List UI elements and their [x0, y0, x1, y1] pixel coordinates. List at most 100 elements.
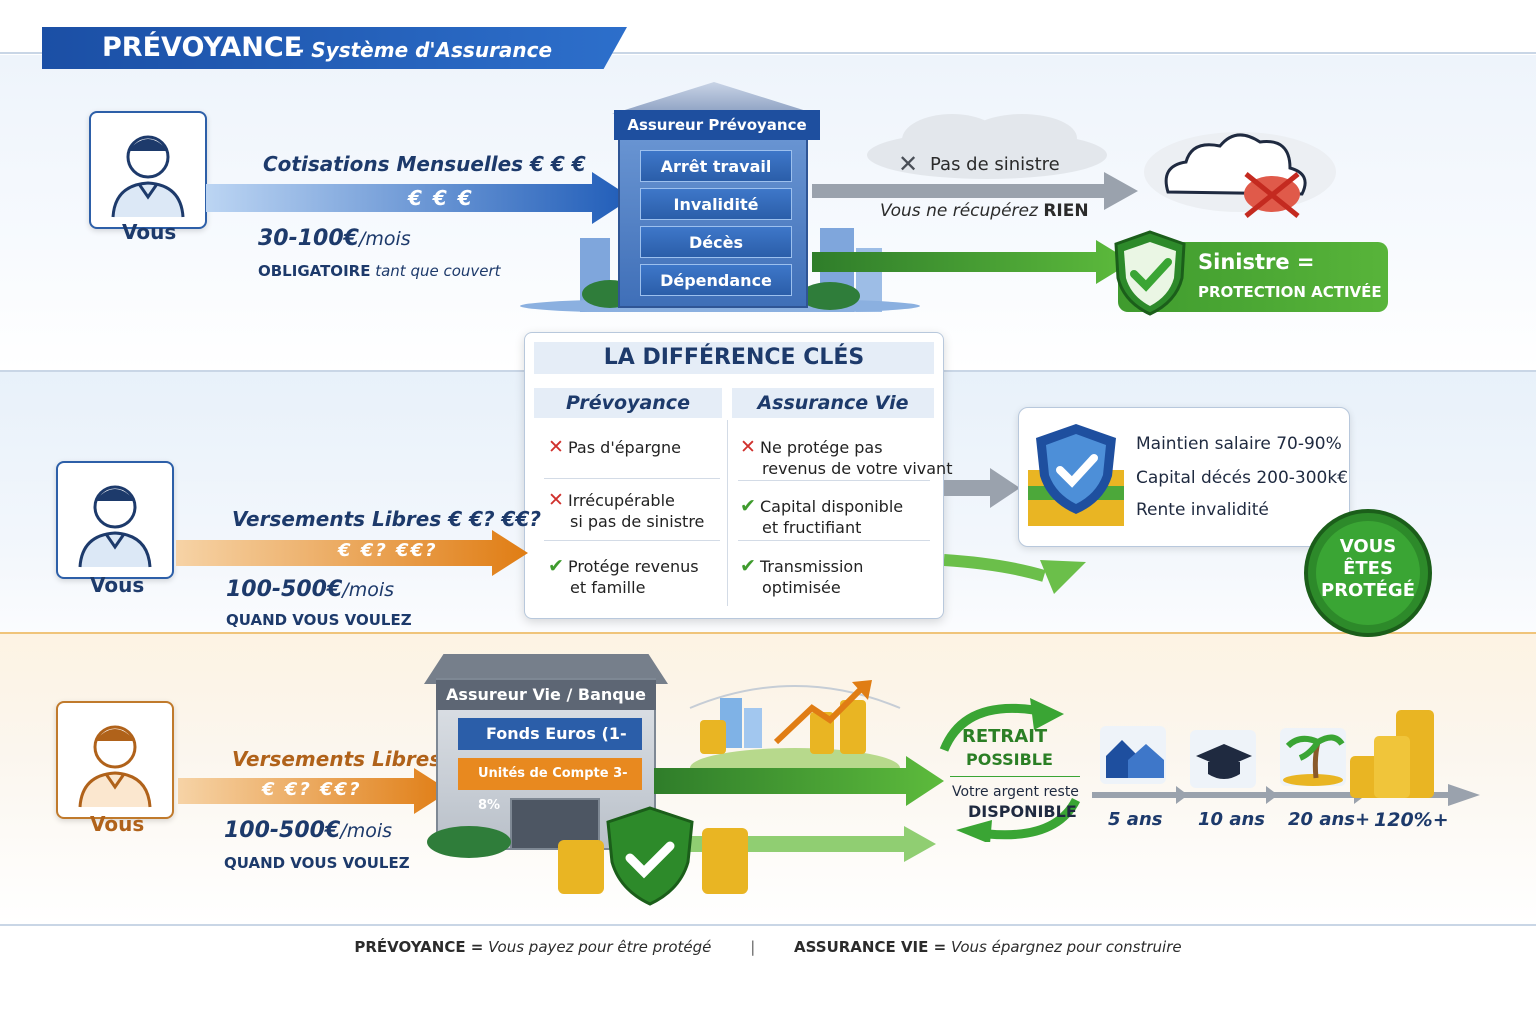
- item-text: Capital disponible: [760, 497, 904, 516]
- comparison-panel: [524, 332, 944, 619]
- item-text-line2: si pas de sinistre: [570, 512, 705, 531]
- no-claim-label: Pas de sinistre: [930, 154, 1060, 175]
- footer-right-text: Vous épargnez pour construire: [946, 938, 1182, 956]
- arrow-payments-middle: [176, 530, 528, 576]
- amount-unit-middle: /mois: [342, 579, 395, 601]
- shield-check-icon: [1114, 230, 1186, 316]
- footer-summary: PRÉVOYANCE = Vous payez pour être protég…: [0, 938, 1536, 956]
- note-rest-top: tant que couvert: [370, 262, 501, 280]
- comparison-row-divider: [544, 540, 720, 541]
- benefit-item: Maintien salaire 70-90%: [1136, 434, 1342, 454]
- coverage-item: Invalidité: [640, 188, 792, 220]
- arrow-symbols-top: € € €: [408, 186, 474, 210]
- comparison-right-title: Assurance Vie: [732, 388, 934, 418]
- check-icon: ✔: [740, 495, 756, 517]
- item-text-line2: et famille: [570, 578, 646, 597]
- timeline-label: 10 ans: [1198, 809, 1265, 830]
- item-text: Irrécupérable: [568, 491, 675, 510]
- withdrawal-subtitle: POSSIBLE: [966, 750, 1053, 769]
- item-text-line2: revenus de votre vivant: [762, 459, 953, 478]
- timeline-label: 120%+: [1374, 809, 1449, 831]
- note-top: OBLIGATOIRE tant que couvert: [258, 262, 501, 280]
- comparison-divider: [727, 420, 728, 606]
- no-claim-result-strong: RIEN: [1043, 201, 1089, 221]
- page-title: PRÉVOYANCE: [102, 32, 303, 63]
- timeline-label: 20 ans+: [1288, 809, 1371, 830]
- withdrawal-divider: [950, 776, 1080, 777]
- item-text: Protége revenus: [568, 557, 699, 576]
- cross-icon: ✕: [740, 436, 756, 458]
- person-card-bottom: [56, 701, 174, 819]
- cycle-arrows-icon: [939, 698, 1081, 842]
- arrow-contributions-top: [206, 172, 632, 224]
- item-text: Ne protége pas: [760, 438, 883, 457]
- no-claim-result-text: Vous ne récupérez: [880, 201, 1044, 221]
- curved-arrow-up: [944, 554, 1086, 594]
- person-icon: [111, 135, 185, 218]
- cross-icon: ✕: [548, 489, 564, 511]
- item-text: Pas d'épargne: [568, 438, 681, 457]
- amount-top: 30-100€/mois: [258, 226, 411, 251]
- cross-icon: ✕: [898, 150, 919, 178]
- amount-middle: 100-500€/mois: [226, 577, 394, 602]
- comparison-right-item: ✔Capital disponible et fructifiant: [740, 496, 903, 538]
- person-label-bottom: Vous: [90, 812, 145, 836]
- item-text-line2: et fructifiant: [762, 518, 862, 537]
- footer-divider: |: [750, 938, 756, 956]
- flow-label-middle: Versements Libres € €? €€?: [232, 507, 541, 531]
- note-strong-top: OBLIGATOIRE: [258, 262, 371, 280]
- item-text-line2: optimisée: [762, 578, 841, 597]
- fund-units: Unités de Compte 3-8%: [458, 758, 642, 813]
- comparison-left-item: ✕Irrécupérable si pas de sinistre: [548, 490, 704, 532]
- comparison-title: LA DIFFÉRENCE CLÉS: [534, 342, 934, 374]
- comparison-right-item: ✔Transmission optimisée: [740, 556, 863, 598]
- arrow-growth: [654, 756, 944, 806]
- footer-left-text: Vous payez pour être protégé: [483, 938, 712, 956]
- protected-badge-icon: [1304, 509, 1432, 637]
- amount-unit-bottom: /mois: [340, 820, 393, 842]
- person-icon: [78, 725, 152, 808]
- arrow-symbols-bottom: € €? €€?: [262, 779, 362, 800]
- fund-euros: Fonds Euros (1-2%: [458, 718, 642, 775]
- separator-orange: [0, 632, 1536, 634]
- badge-line: PROTÉGÉ: [1321, 580, 1415, 601]
- arrow-symbols-middle: € €? €€?: [338, 540, 438, 561]
- flow-label-bottom: Versements Libres: [232, 747, 442, 771]
- person-label-middle: Vous: [90, 573, 145, 597]
- insurer-sign-top: Assureur Prévoyance: [614, 110, 820, 140]
- available-text: Votre argent reste: [952, 784, 1079, 800]
- bank-sign: Assureur Vie / Banque: [436, 680, 656, 710]
- person-card-middle: [56, 461, 174, 579]
- comparison-row-divider: [738, 540, 930, 541]
- benefit-item: Rente invalidité: [1136, 500, 1269, 520]
- badge-line: ÊTES: [1343, 558, 1393, 579]
- comparison-left-title: Prévoyance: [534, 388, 722, 418]
- bush-icon: [427, 826, 511, 858]
- coverage-item: Arrêt travail: [640, 150, 792, 182]
- check-icon: ✔: [740, 555, 756, 577]
- arrow-no-claim: [812, 172, 1138, 210]
- broken-piggy-bank-icon: [1144, 132, 1336, 218]
- amount-value-bottom: 100-500€: [224, 818, 341, 843]
- amount-bottom: 100-500€/mois: [224, 818, 392, 843]
- house-icon: [1100, 726, 1166, 784]
- comparison-right-item: ✕Ne protége pas revenus de votre vivant: [740, 437, 952, 479]
- arrow-to-benefits: [944, 468, 1020, 508]
- separator-top: [0, 52, 1536, 54]
- coin-stacks-icon: [1350, 710, 1434, 798]
- shield-check-blue-icon: [1028, 424, 1124, 526]
- item-text: Transmission: [760, 557, 864, 576]
- person-label-top: Vous: [122, 220, 177, 244]
- coverage-item: Décès: [640, 226, 792, 258]
- separator-bottom: [0, 924, 1536, 926]
- flow-label-top: Cotisations Mensuelles € € €: [263, 152, 586, 176]
- coverage-item: Dépendance: [640, 264, 792, 296]
- withdrawal-title: RETRAIT: [962, 726, 1048, 747]
- arrow-claim: [812, 240, 1132, 284]
- check-icon: ✔: [548, 555, 564, 577]
- benefit-item: Capital décés 200-300k€: [1136, 468, 1349, 488]
- coins-shield-icon: [558, 806, 748, 906]
- protected-badge-text: VOUS ÊTES PROTÉGÉ: [1308, 536, 1428, 602]
- graduation-cap-icon: [1190, 730, 1256, 788]
- available-strong: DISPONIBLE: [968, 802, 1077, 821]
